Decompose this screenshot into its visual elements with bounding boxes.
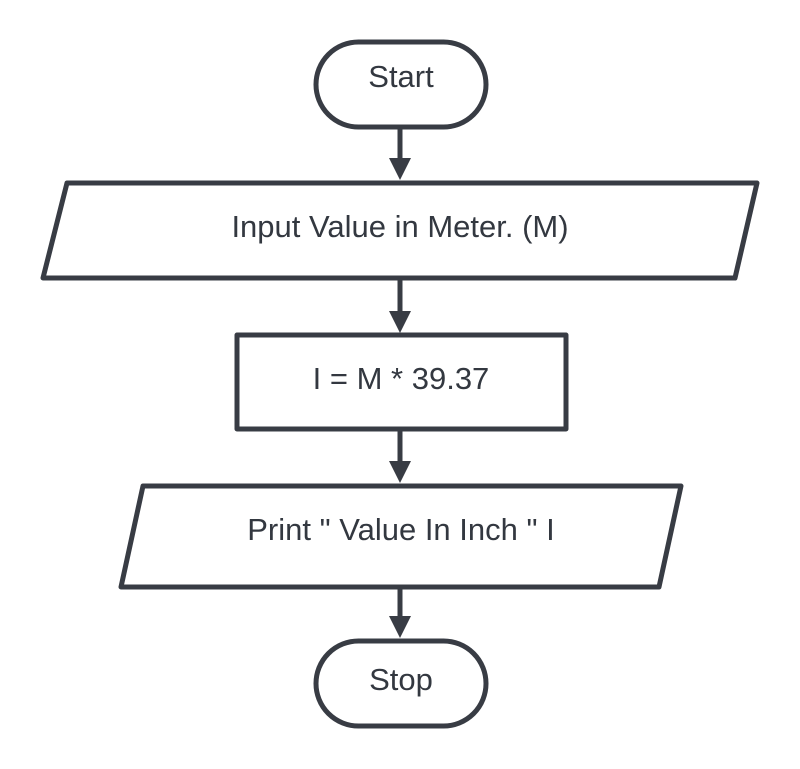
- start-node: Start: [313, 39, 489, 130]
- connector-process-to-output: [389, 430, 411, 483]
- output-label: Print " Value In Inch " I: [247, 512, 554, 547]
- connector-input-to-process: [389, 279, 411, 333]
- start-terminator-shape: [313, 39, 489, 130]
- stop-terminator-shape: [313, 638, 489, 729]
- process-label: I = M * 39.37: [313, 361, 490, 396]
- input-node: Input Value in Meter. (M): [40, 180, 760, 281]
- input-parallelogram-shape: [40, 180, 760, 281]
- connector-output-to-stop: [389, 588, 411, 638]
- start-label: Start: [368, 59, 434, 94]
- stop-label: Stop: [369, 662, 433, 697]
- input-label: Input Value in Meter. (M): [231, 209, 568, 244]
- output-parallelogram-shape: [118, 483, 684, 590]
- stop-node: Stop: [313, 638, 489, 729]
- process-node: I = M * 39.37: [234, 332, 569, 432]
- output-node: Print " Value In Inch " I: [118, 483, 684, 590]
- connector-start-to-input: [389, 128, 411, 180]
- process-rectangle-shape: [234, 332, 569, 432]
